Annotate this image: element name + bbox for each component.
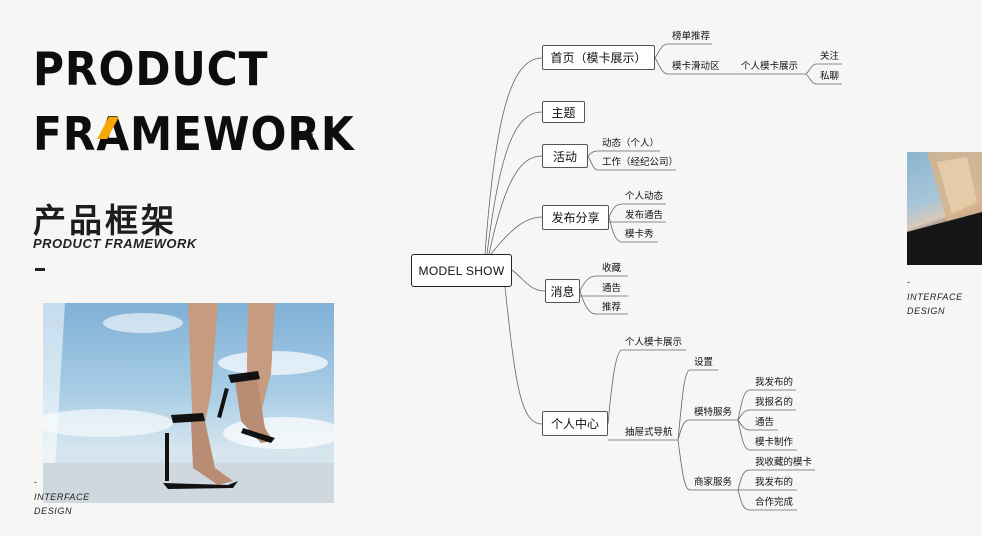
leaf-profile-card: 个人模卡展示 bbox=[625, 337, 683, 348]
leaf-message-recommend: 推荐 bbox=[602, 302, 622, 313]
title-line-2: FRAMEWORK bbox=[33, 107, 355, 161]
caption-right-line2: DESIGN bbox=[907, 306, 946, 316]
node-profile: 个人中心 bbox=[542, 411, 608, 436]
link-topic bbox=[486, 111, 543, 255]
node-message: 消息 bbox=[545, 279, 580, 303]
caption-right-line1: INTERFACE bbox=[907, 292, 963, 302]
link-home bbox=[484, 57, 543, 255]
portrait-photo bbox=[907, 152, 982, 265]
caption-left: INTERFACE DESIGN bbox=[34, 490, 90, 518]
node-home: 首页（模卡展示） bbox=[542, 45, 655, 70]
caption-right-dash: - bbox=[907, 277, 910, 287]
leaf-merchant-completed: 合作完成 bbox=[755, 497, 794, 508]
leaf-home-follow: 关注 bbox=[820, 51, 840, 62]
node-activity: 活动 bbox=[542, 144, 588, 168]
link-activity bbox=[488, 155, 543, 255]
title-dash: - bbox=[296, 107, 316, 161]
node-topic: 主题 bbox=[542, 101, 585, 123]
link-message bbox=[511, 269, 546, 292]
link-profile bbox=[504, 286, 543, 425]
leaf-publish-dynamic: 个人动态 bbox=[625, 191, 664, 202]
caption-left-line1: INTERFACE bbox=[34, 492, 90, 502]
subtitle: PRODUCT FRAMEWORK bbox=[33, 236, 197, 251]
leaf-drawer-model-service: 模特服务 bbox=[694, 407, 733, 418]
portrait-illustration bbox=[907, 152, 982, 265]
leaf-home-personal-card: 个人模卡展示 bbox=[741, 61, 799, 72]
caption-right: INTERFACE DESIGN bbox=[907, 290, 963, 318]
decorative-dash bbox=[35, 268, 45, 271]
heels-photo bbox=[43, 303, 334, 503]
leaf-home-chat: 私聊 bbox=[820, 71, 840, 82]
title-chinese: 产品框架 bbox=[33, 201, 177, 240]
node-publish: 发布分享 bbox=[542, 205, 609, 230]
leaf-activity-personal: 动态（个人） bbox=[602, 138, 660, 149]
leaf-drawer-merchant-service: 商家服务 bbox=[694, 477, 733, 488]
title-line-1: PRODUCT bbox=[33, 42, 269, 96]
leaf-model-notice: 通告 bbox=[755, 417, 775, 428]
leaf-home-ranking: 榜单推荐 bbox=[672, 31, 711, 42]
leaf-home-slider: 模卡滑动区 bbox=[672, 61, 720, 72]
leaf-merchant-published: 我发布的 bbox=[755, 477, 794, 488]
leaf-message-favorite: 收藏 bbox=[602, 263, 622, 274]
link-publish bbox=[490, 216, 543, 255]
leaf-model-published: 我发布的 bbox=[755, 377, 794, 388]
caption-left-dash: - bbox=[34, 477, 37, 487]
mindmap-root: MODEL SHOW bbox=[411, 254, 512, 287]
heels-illustration bbox=[43, 303, 334, 503]
leaf-merchant-favorites: 我收藏的模卡 bbox=[755, 457, 813, 468]
leaf-profile-drawer: 抽屉式导航 bbox=[625, 427, 673, 438]
leaf-model-applied: 我报名的 bbox=[755, 397, 794, 408]
leaf-publish-notice: 发布通告 bbox=[625, 210, 664, 221]
leaf-publish-show: 模卡秀 bbox=[625, 229, 654, 240]
caption-left-line2: DESIGN bbox=[34, 506, 73, 516]
leaf-message-notice: 通告 bbox=[602, 283, 622, 294]
leaf-drawer-settings: 设置 bbox=[694, 357, 714, 368]
leaf-activity-work: 工作（经纪公司） bbox=[602, 157, 679, 168]
leaf-model-card-making: 模卡制作 bbox=[755, 437, 794, 448]
